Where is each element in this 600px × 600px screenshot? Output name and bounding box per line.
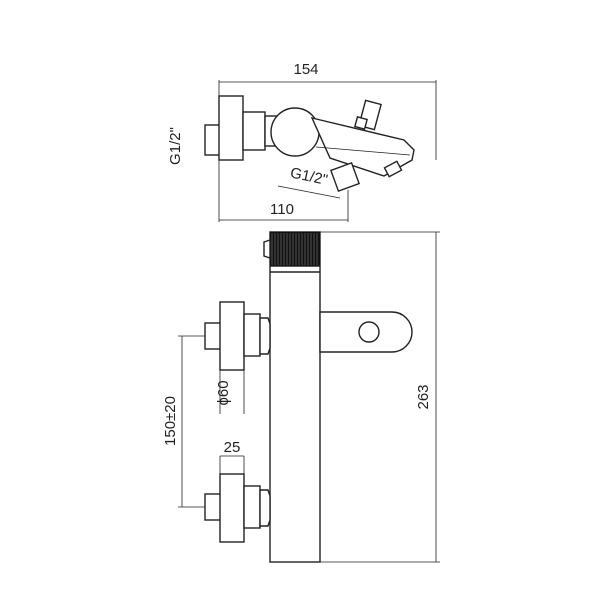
upper-connector [259, 317, 271, 355]
knurled-knob-body [270, 232, 320, 266]
dim-inner-width-label: 110 [270, 201, 294, 218]
knob-cap [263, 239, 271, 259]
body-column [269, 231, 321, 563]
outlet-thread-leader [277, 185, 341, 199]
upper-nut [243, 313, 261, 357]
spout-top-edge [315, 146, 411, 156]
aerator-top [383, 160, 403, 178]
dim-diameter-label: ϕ60 [215, 380, 232, 405]
connector-top [242, 111, 266, 151]
dim-height-label: 263 [415, 384, 432, 409]
dim-overall-width-label: 154 [293, 61, 318, 78]
top-view: 154 G1/2" G1/2" 110 [167, 61, 437, 222]
diverter-stem-top [354, 116, 368, 130]
mixer-body-circle [270, 107, 320, 157]
outlet-connector [330, 162, 360, 192]
front-view: 150±20 ϕ60 25 263 [162, 231, 440, 563]
lower-nut [243, 485, 261, 529]
spout-top [310, 116, 415, 177]
escutcheon-top [218, 95, 244, 161]
lower-connector [259, 489, 271, 527]
dim-body-width-label: 25 [224, 439, 241, 456]
knurled-knob [270, 232, 320, 267]
lower-escutcheon [219, 473, 245, 543]
diverter-knob-front [358, 321, 380, 343]
upper-escutcheon [219, 301, 245, 371]
dim-centres-label: 150±20 [162, 396, 179, 446]
knurl-lines [271, 233, 318, 265]
inlet-thread-label: G1/2" [167, 127, 184, 165]
outlet-thread-label: G1/2" [289, 164, 330, 188]
